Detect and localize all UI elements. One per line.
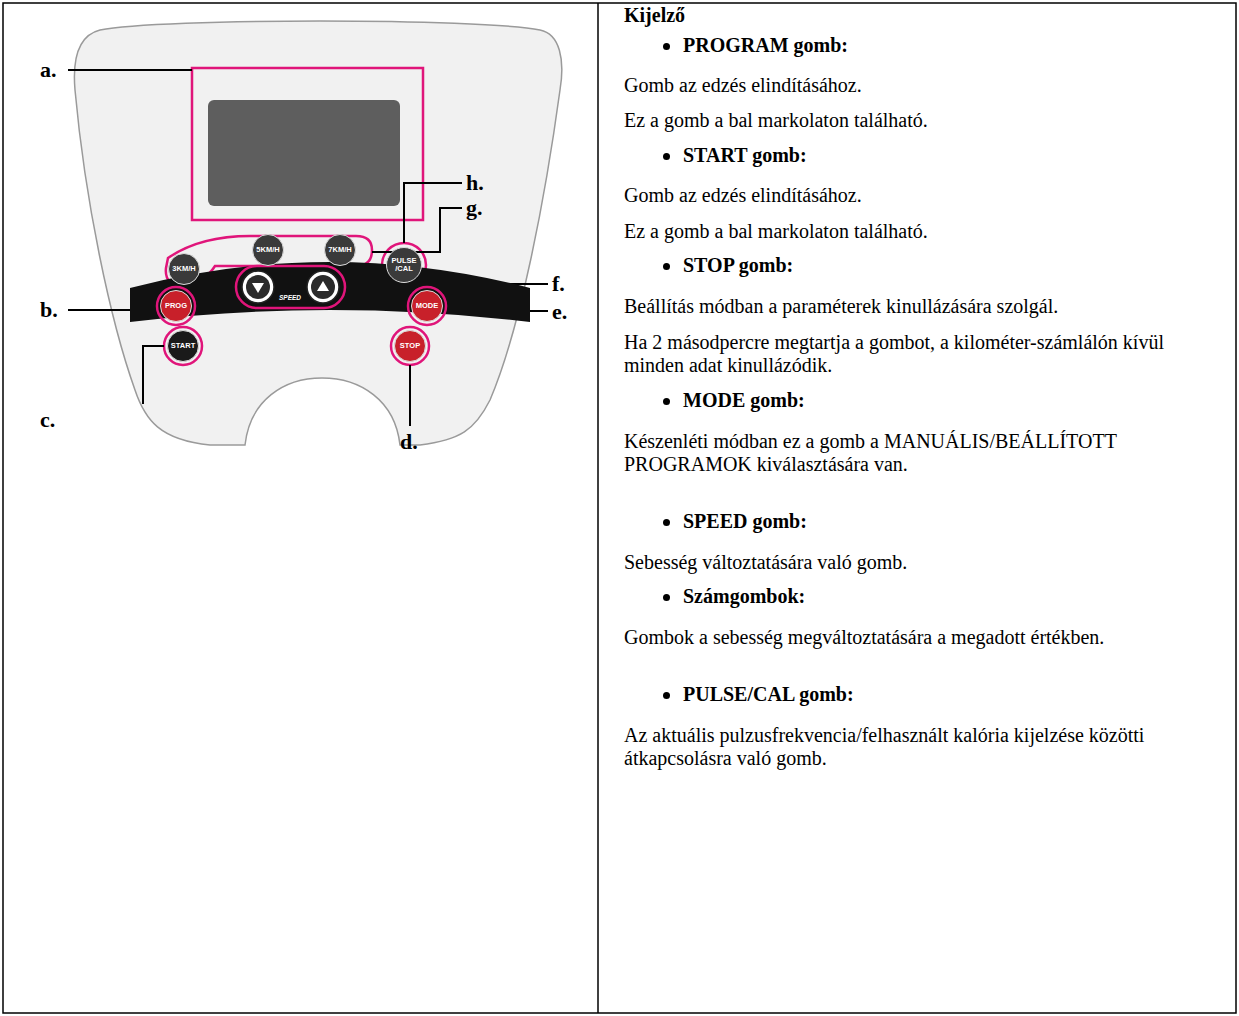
item-description: Ha 2 másodpercre megtartja a gombot, a k… [624, 331, 1222, 377]
item-description: Gomb az edzés elindításához. [624, 184, 1222, 207]
callout-letter: e. [552, 300, 567, 324]
item-description: Gomb az edzés elindításához. [624, 74, 1222, 97]
table-border [3, 3, 1236, 1013]
round-button: START [167, 330, 199, 362]
arrow-button [307, 271, 339, 303]
round-button: 7KM/H [324, 234, 356, 266]
bullet-dot [663, 398, 670, 405]
item-heading: START gomb: [683, 144, 1222, 167]
bullet-dot [663, 692, 670, 699]
round-button: 5KM/H [252, 234, 284, 266]
round-button: PROG [160, 290, 192, 322]
callout-letter: g. [466, 196, 483, 220]
item-heading: Számgombok: [683, 585, 1222, 608]
arrow-symbol [317, 281, 329, 291]
bullet-dot [663, 594, 670, 601]
item-heading: SPEED gomb: [683, 510, 1222, 533]
highlight-ring [157, 287, 195, 325]
item-description: Beállítás módban a paraméterek kinullázá… [624, 295, 1222, 318]
button-label: 5KM/H [255, 246, 281, 254]
callout-letter: h. [466, 171, 484, 195]
highlight-ring [164, 327, 202, 365]
display-screen [208, 100, 400, 206]
leader-line [143, 346, 164, 404]
highlight-ring [236, 266, 345, 308]
item-description: Készenléti módban ez a gomb a MANUÁLIS/B… [624, 430, 1222, 476]
round-button: PULSE /CAL [386, 247, 422, 283]
highlight-ring [391, 327, 429, 365]
arrow-button-core [246, 275, 270, 299]
item-description: Gombok a sebesség megváltoztatására a me… [624, 626, 1222, 649]
round-button: STOP [394, 330, 426, 362]
callout-letter: c. [40, 408, 55, 432]
bullet-dot [663, 263, 670, 270]
button-label: PROG [163, 302, 189, 310]
bullet-dot [663, 153, 670, 160]
leader-line [372, 208, 462, 252]
item-description: Ez a gomb a bal markolaton található. [624, 220, 1222, 243]
item-heading: PULSE/CAL gomb: [683, 683, 1222, 706]
arrow-symbol [252, 283, 264, 293]
leader-line [68, 69, 192, 71]
arrow-button-core [311, 275, 335, 299]
item-heading: PROGRAM gomb: [683, 34, 1222, 57]
table-divider [597, 3, 599, 1013]
button-label: STOP [397, 342, 423, 350]
item-description: Sebesség változtatására való gomb. [624, 551, 1222, 574]
leader-line [409, 365, 411, 426]
round-button: MODE [411, 290, 443, 322]
item-heading: MODE gomb: [683, 389, 1222, 412]
item-description: Az aktuális pulzusfrekvencia/felhasznált… [624, 724, 1222, 770]
round-button: 3KM/H [168, 253, 200, 285]
bullet-dot [663, 519, 670, 526]
bullet-dot [663, 43, 670, 50]
button-label: 7KM/H [327, 246, 353, 254]
highlight-ring [408, 287, 446, 325]
button-label: START [170, 342, 196, 350]
button-label: SPEED [265, 294, 315, 302]
item-description: Ez a gomb a bal markolaton található. [624, 109, 1222, 132]
item-heading: STOP gomb: [683, 254, 1222, 277]
button-label: 3KM/H [171, 265, 197, 273]
leader-line [404, 183, 462, 243]
callout-letter: d. [400, 430, 418, 454]
highlight-frame [192, 68, 423, 220]
arrow-button [242, 271, 274, 303]
callout-letter: f. [552, 272, 565, 296]
button-label: PULSE /CAL [389, 257, 419, 273]
callout-letter: b. [40, 298, 58, 322]
callout-letter: a. [40, 58, 57, 82]
console-housing [74, 21, 561, 445]
button-label: MODE [414, 302, 440, 310]
section-title: Kijelző [624, 4, 1214, 27]
